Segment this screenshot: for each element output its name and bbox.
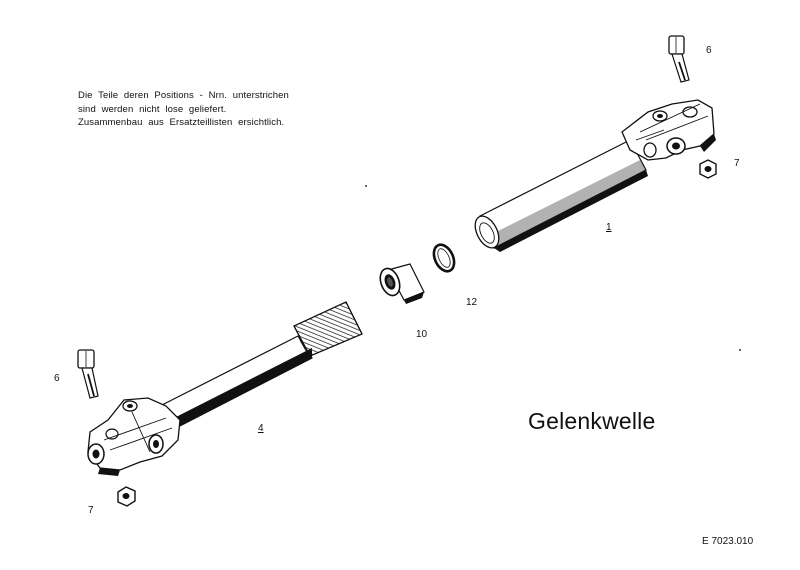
speck bbox=[365, 185, 367, 187]
nut-lower-icon bbox=[117, 486, 136, 507]
speck bbox=[739, 349, 741, 351]
bearing-icon bbox=[379, 263, 425, 304]
callout-nut-upper: 7 bbox=[734, 158, 740, 169]
callout-bearing: 10 bbox=[416, 329, 428, 340]
callout-ring: 12 bbox=[466, 297, 478, 308]
callout-nut-lower: 7 bbox=[88, 505, 94, 516]
callout-shaft-lower: 4 bbox=[258, 423, 264, 434]
drawing-code: E 7023.010 bbox=[702, 536, 754, 547]
upper-shaft bbox=[474, 99, 716, 252]
assembly-note: Die Teile deren Positions - Nrn. unterst… bbox=[78, 89, 289, 130]
snap-ring-icon bbox=[432, 243, 456, 273]
callout-shaft-upper: 1 bbox=[606, 222, 612, 233]
lower-shaft bbox=[87, 301, 363, 476]
callout-bolt-upper: 6 bbox=[706, 45, 712, 56]
diagram-title: Gelenkwelle bbox=[528, 408, 656, 434]
nut-upper-icon bbox=[699, 159, 717, 179]
callout-bolt-lower: 6 bbox=[54, 373, 60, 384]
bolt-lower-icon bbox=[77, 349, 99, 399]
note-line-2: sind werden nicht lose geliefert. bbox=[78, 103, 227, 115]
note-line-1: Die Teile deren Positions - Nrn. unterst… bbox=[78, 90, 289, 101]
note-line-3: Zusammenbau aus Ersatzteillisten ersicht… bbox=[78, 117, 285, 128]
bolt-upper-icon bbox=[668, 35, 690, 83]
